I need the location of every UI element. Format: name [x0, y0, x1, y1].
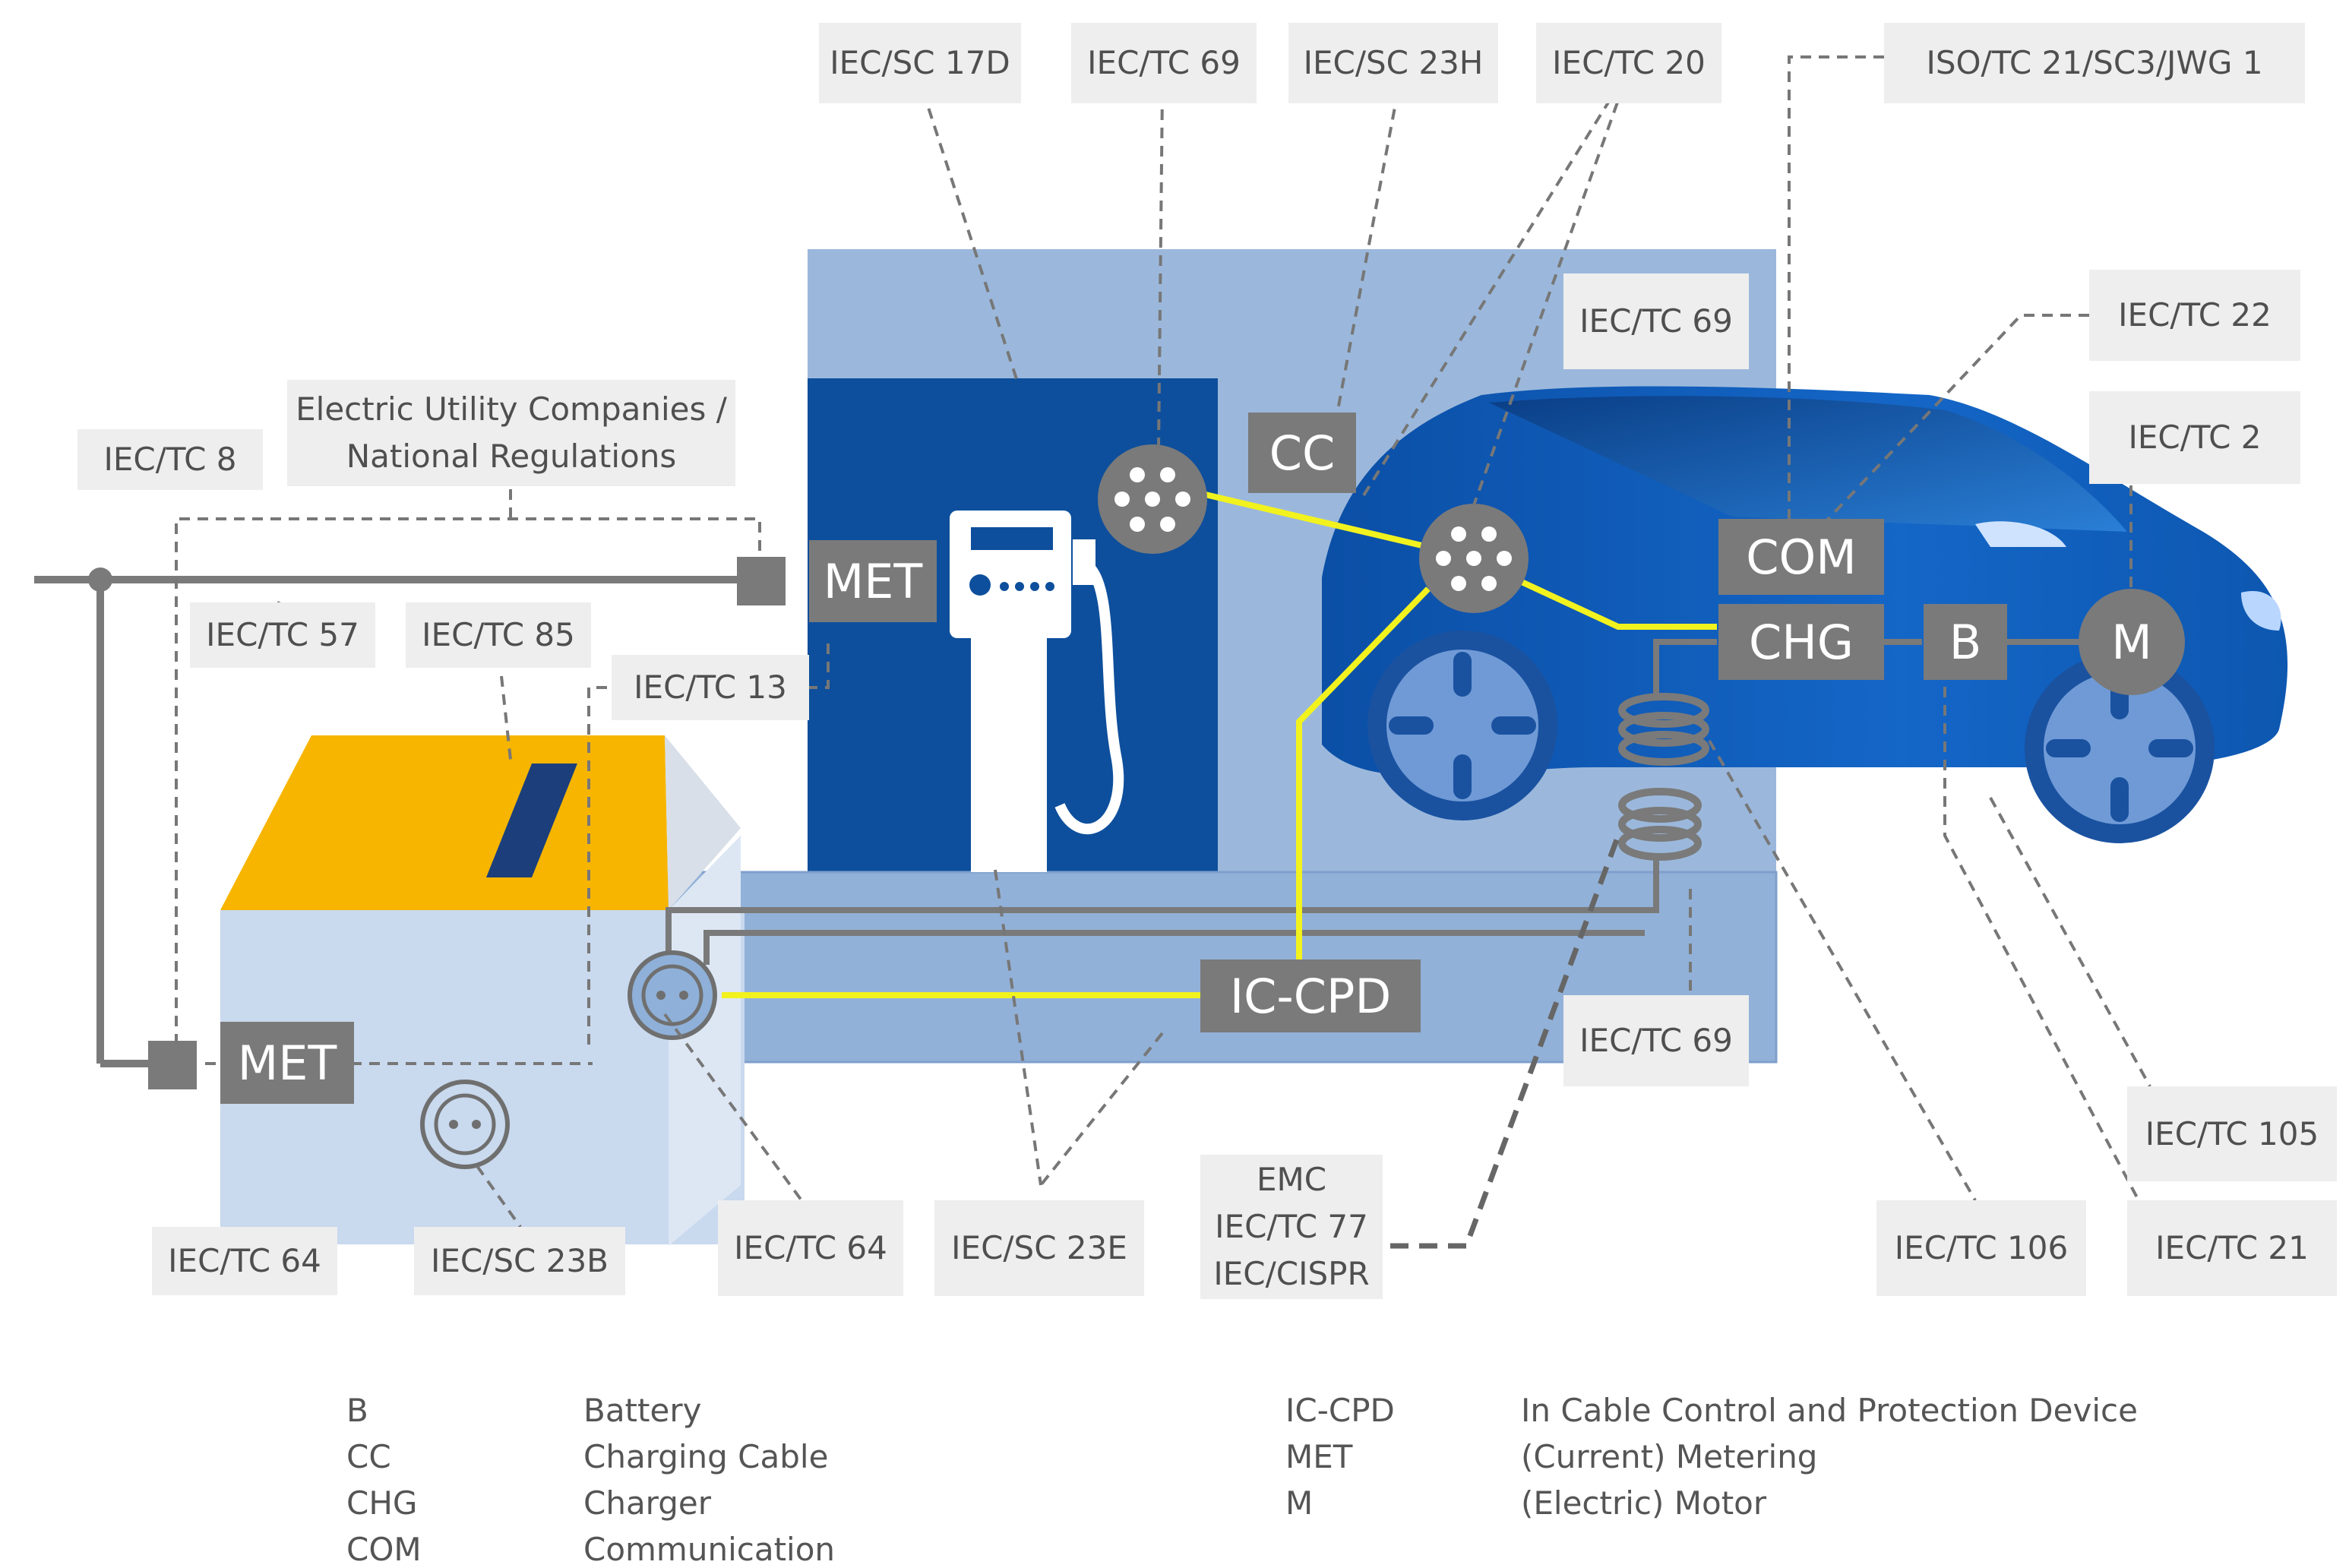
- legend-desc-com: Communication: [583, 1531, 836, 1568]
- label-iec-tc-106: IEC/TC 106: [1876, 1200, 2086, 1296]
- wall-socket-icon: [628, 950, 717, 1040]
- legend-desc-met: (Current) Metering: [1521, 1438, 1818, 1475]
- label-iec-tc-69-top: IEC/TC 69: [1071, 23, 1257, 103]
- label-iec-tc-64-house: IEC/TC 64: [152, 1227, 337, 1295]
- motor-circle: M: [2079, 589, 2185, 695]
- emc-line-2: IEC/TC 77: [1215, 1208, 1368, 1245]
- emc-leader: [1390, 834, 1621, 1249]
- label-iec-tc-85: IEC/TC 85: [406, 602, 591, 668]
- grid-meter-square: [737, 557, 786, 605]
- inductive-coil-icon: [1618, 693, 1709, 861]
- label-iec-sc-23h: IEC/SC 23H: [1288, 23, 1498, 103]
- label-iec-sc-23e: IEC/SC 23E: [934, 1200, 1144, 1296]
- house-socket-icon: [420, 1080, 510, 1169]
- solar-panel: [486, 763, 577, 877]
- grid-node: [88, 567, 112, 592]
- connector-station-icon: [1098, 444, 1207, 554]
- label-iec-sc-17d: IEC/SC 17D: [819, 23, 1021, 103]
- legend-desc-m: (Electric) Motor: [1521, 1484, 1767, 1522]
- rear-wheel: [2025, 653, 2215, 843]
- legend-desc-chg: Charger: [583, 1484, 711, 1522]
- grid-line: [34, 576, 752, 1067]
- front-wheel: [1367, 631, 1557, 820]
- leader-lines: [175, 55, 2151, 1228]
- legend-abbr-b: B: [346, 1392, 368, 1429]
- house-meter-box: MET: [220, 1022, 354, 1104]
- wiring: [665, 639, 2097, 972]
- label-iec-tc-64-socket: IEC/TC 64: [718, 1200, 903, 1296]
- legend-abbr-m: M: [1285, 1484, 1314, 1522]
- communication-box: COM: [1718, 519, 1884, 595]
- label-iso-tc-21: ISO/TC 21/SC3/JWG 1: [1884, 23, 2305, 103]
- legend-desc-iccpd: In Cable Control and Protection Device: [1521, 1392, 2138, 1429]
- legend-desc-cc: Charging Cable: [583, 1438, 829, 1475]
- legend-abbr-com: COM: [346, 1531, 422, 1568]
- utility-line-1: Electric Utility Companies /: [296, 390, 727, 428]
- label-iec-tc-13: IEC/TC 13: [612, 655, 809, 720]
- connector-car-icon: [1419, 504, 1529, 613]
- label-iec-tc-20: IEC/TC 20: [1536, 23, 1721, 103]
- battery-box: B: [1924, 604, 2007, 680]
- label-iec-tc-2: IEC/TC 2: [2089, 391, 2300, 484]
- charging-pump-icon: [950, 511, 1124, 872]
- charger-box: CHG: [1718, 604, 1884, 680]
- label-iec-tc-69-lower: IEC/TC 69: [1563, 995, 1749, 1086]
- label-emc: EMC IEC/TC 77 IEC/CISPR: [1200, 1155, 1383, 1299]
- legend-desc-b: Battery: [583, 1392, 702, 1429]
- iccpd-box: IC-CPD: [1200, 959, 1421, 1032]
- label-iec-tc-57: IEC/TC 57: [190, 602, 375, 668]
- label-iec-tc-105: IEC/TC 105: [2127, 1086, 2337, 1181]
- emc-line-1: EMC: [1256, 1161, 1327, 1198]
- house-roof: [220, 735, 669, 910]
- emc-line-3: IEC/CISPR: [1213, 1255, 1370, 1292]
- legend-abbr-chg: CHG: [346, 1484, 418, 1522]
- grid-meter-box: MET: [809, 540, 937, 622]
- charging-cable-box: CC: [1248, 413, 1356, 493]
- utility-line-2: National Regulations: [346, 438, 677, 475]
- label-utility-regulations: Electric Utility Companies / National Re…: [287, 380, 735, 486]
- charging-cables: [722, 483, 1717, 998]
- label-iec-tc-69-station: IEC/TC 69: [1563, 273, 1749, 369]
- label-iec-tc-8: IEC/TC 8: [77, 429, 263, 490]
- legend-abbr-iccpd: IC-CPD: [1285, 1392, 1395, 1429]
- label-iec-sc-23b: IEC/SC 23B: [414, 1227, 625, 1295]
- label-iec-tc-21: IEC/TC 21: [2127, 1200, 2337, 1296]
- house-meter-square: [148, 1041, 197, 1089]
- label-iec-tc-22: IEC/TC 22: [2089, 270, 2300, 361]
- legend-abbr-met: MET: [1285, 1438, 1353, 1475]
- legend-abbr-cc: CC: [346, 1438, 391, 1475]
